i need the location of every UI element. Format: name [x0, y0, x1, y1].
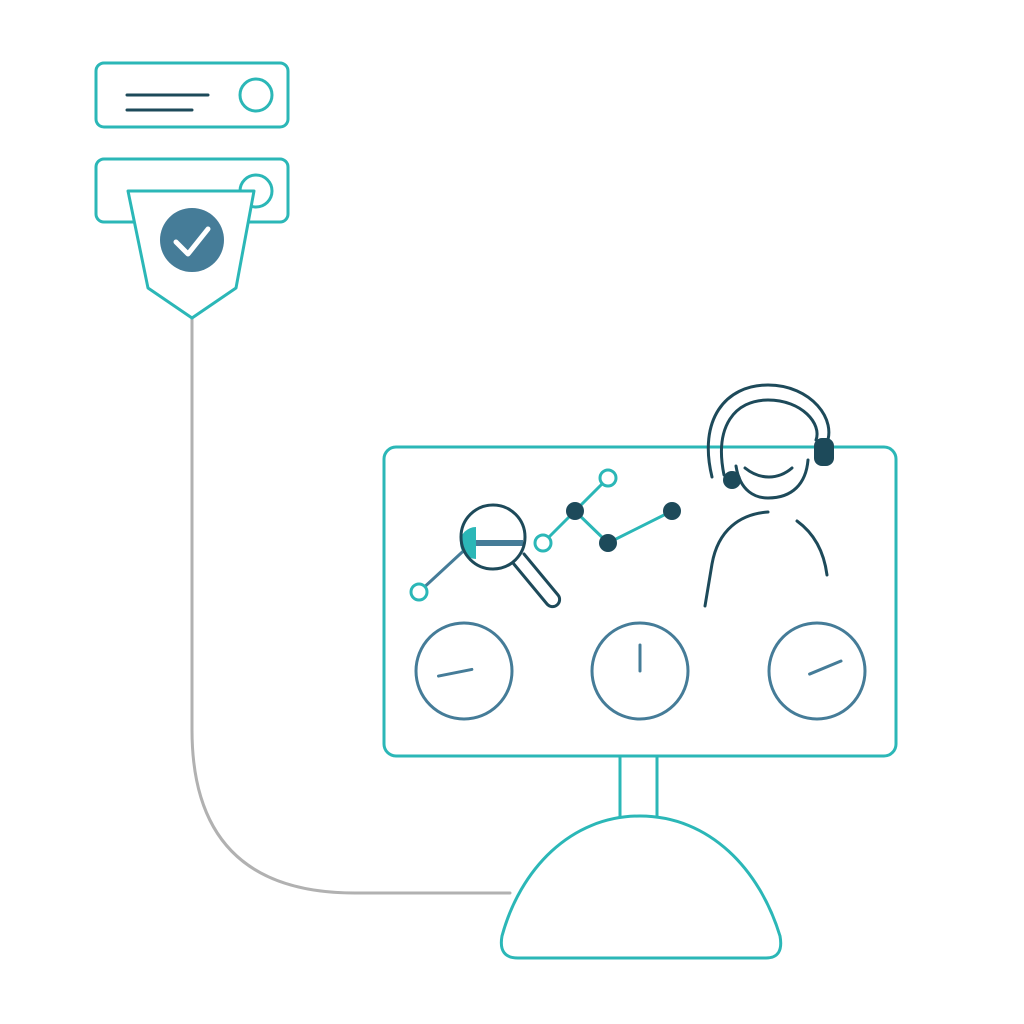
gauge-icon	[414, 621, 514, 721]
chart-point	[598, 468, 618, 488]
headset-agent-icon	[703, 383, 834, 608]
server-unit-top-icon	[94, 61, 290, 129]
gauge-icon	[590, 621, 690, 721]
line-chart-icon	[409, 468, 681, 602]
monitor-neck	[618, 755, 659, 819]
chart-point	[663, 502, 681, 520]
chart-point	[409, 582, 429, 602]
gauge-icon	[767, 621, 867, 721]
gauge-needle	[808, 659, 843, 676]
gauge-row	[414, 621, 867, 721]
chart-point	[599, 534, 617, 552]
connector-cable	[190, 316, 512, 895]
chart-point	[533, 533, 553, 553]
chart-point	[566, 502, 584, 520]
monitor-base	[499, 814, 783, 960]
gauge-needle	[436, 667, 474, 678]
shield-check-icon	[126, 189, 256, 320]
magnifying-glass-icon	[459, 503, 562, 609]
